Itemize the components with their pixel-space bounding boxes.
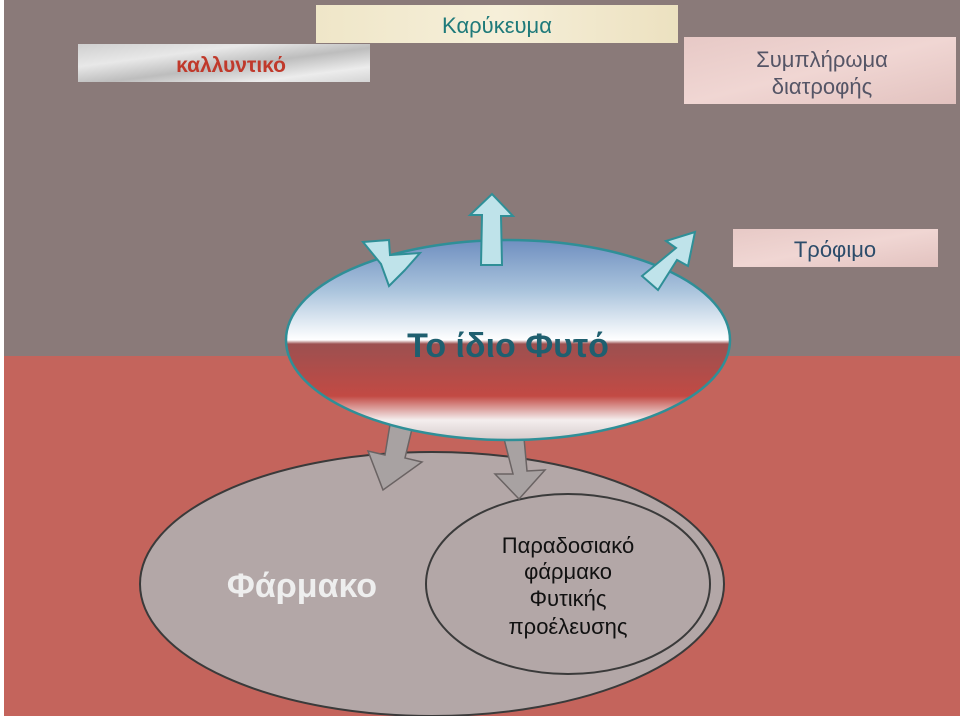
traditional-label-line2: φάρμακο <box>524 559 612 584</box>
traditional-ellipse <box>425 493 711 675</box>
plant-ellipse <box>284 238 732 442</box>
food-box: Τρόφιμο <box>733 229 938 267</box>
plant-label: Το ίδιο Φυτό <box>407 327 609 365</box>
traditional-label-line1: Παραδοσιακό <box>502 533 634 558</box>
up-arrow-right <box>640 230 697 292</box>
traditional-label-line4: προέλευσης <box>509 614 628 639</box>
up-arrow-center <box>467 192 516 266</box>
spice-label: Καρύκευμα <box>442 13 552 38</box>
traditional-label-line3: Φυτικής <box>530 586 607 611</box>
drug-label: Φάρμακο <box>227 567 377 605</box>
cosmetic-label: καλλυντικό <box>176 54 286 77</box>
supplement-box: Συμπλήρωμα διατροφής <box>684 37 956 104</box>
spice-box: Καρύκευμα <box>316 5 678 43</box>
food-label: Τρόφιμο <box>794 237 876 262</box>
up-arrow-left <box>361 238 423 288</box>
supplement-label-line2: διατροφής <box>772 74 872 99</box>
supplement-label-line1: Συμπλήρωμα <box>756 47 888 72</box>
cosmetic-box: καλλυντικό <box>78 44 370 82</box>
